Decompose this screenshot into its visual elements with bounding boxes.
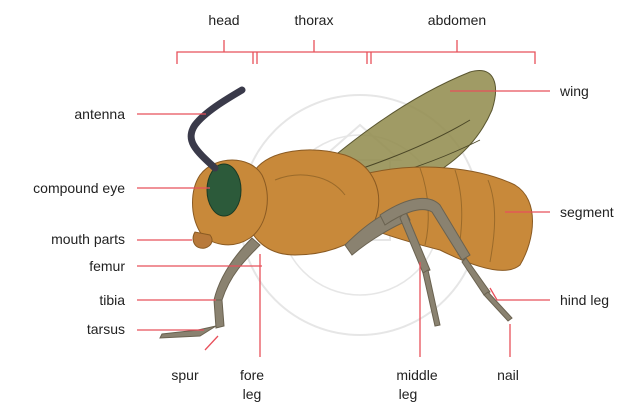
label-head: head — [199, 12, 249, 29]
label-compound-eye: compound eye — [0, 180, 125, 197]
label-fore-leg-line1: fore — [232, 367, 272, 384]
label-segment: segment — [560, 204, 614, 221]
label-fore-leg-line2: leg — [232, 386, 272, 403]
body-region-brackets — [177, 40, 535, 64]
compound-eye-shape — [207, 164, 241, 216]
label-middle-leg-line2: leg — [388, 386, 428, 403]
label-femur: femur — [0, 258, 125, 275]
label-tibia: tibia — [0, 292, 125, 309]
label-hind-leg: hind leg — [560, 292, 609, 309]
antenna-shape — [191, 90, 242, 168]
label-abdomen: abdomen — [420, 12, 494, 29]
label-antenna: antenna — [0, 106, 125, 123]
label-wing: wing — [560, 83, 589, 100]
label-mouth-parts: mouth parts — [0, 231, 125, 248]
label-spur: spur — [160, 367, 210, 384]
label-thorax: thorax — [288, 12, 340, 29]
label-nail: nail — [488, 367, 528, 384]
label-middle-leg-line1: middle — [388, 367, 446, 384]
label-tarsus: tarsus — [0, 321, 125, 338]
mouth-parts-shape — [193, 232, 212, 248]
